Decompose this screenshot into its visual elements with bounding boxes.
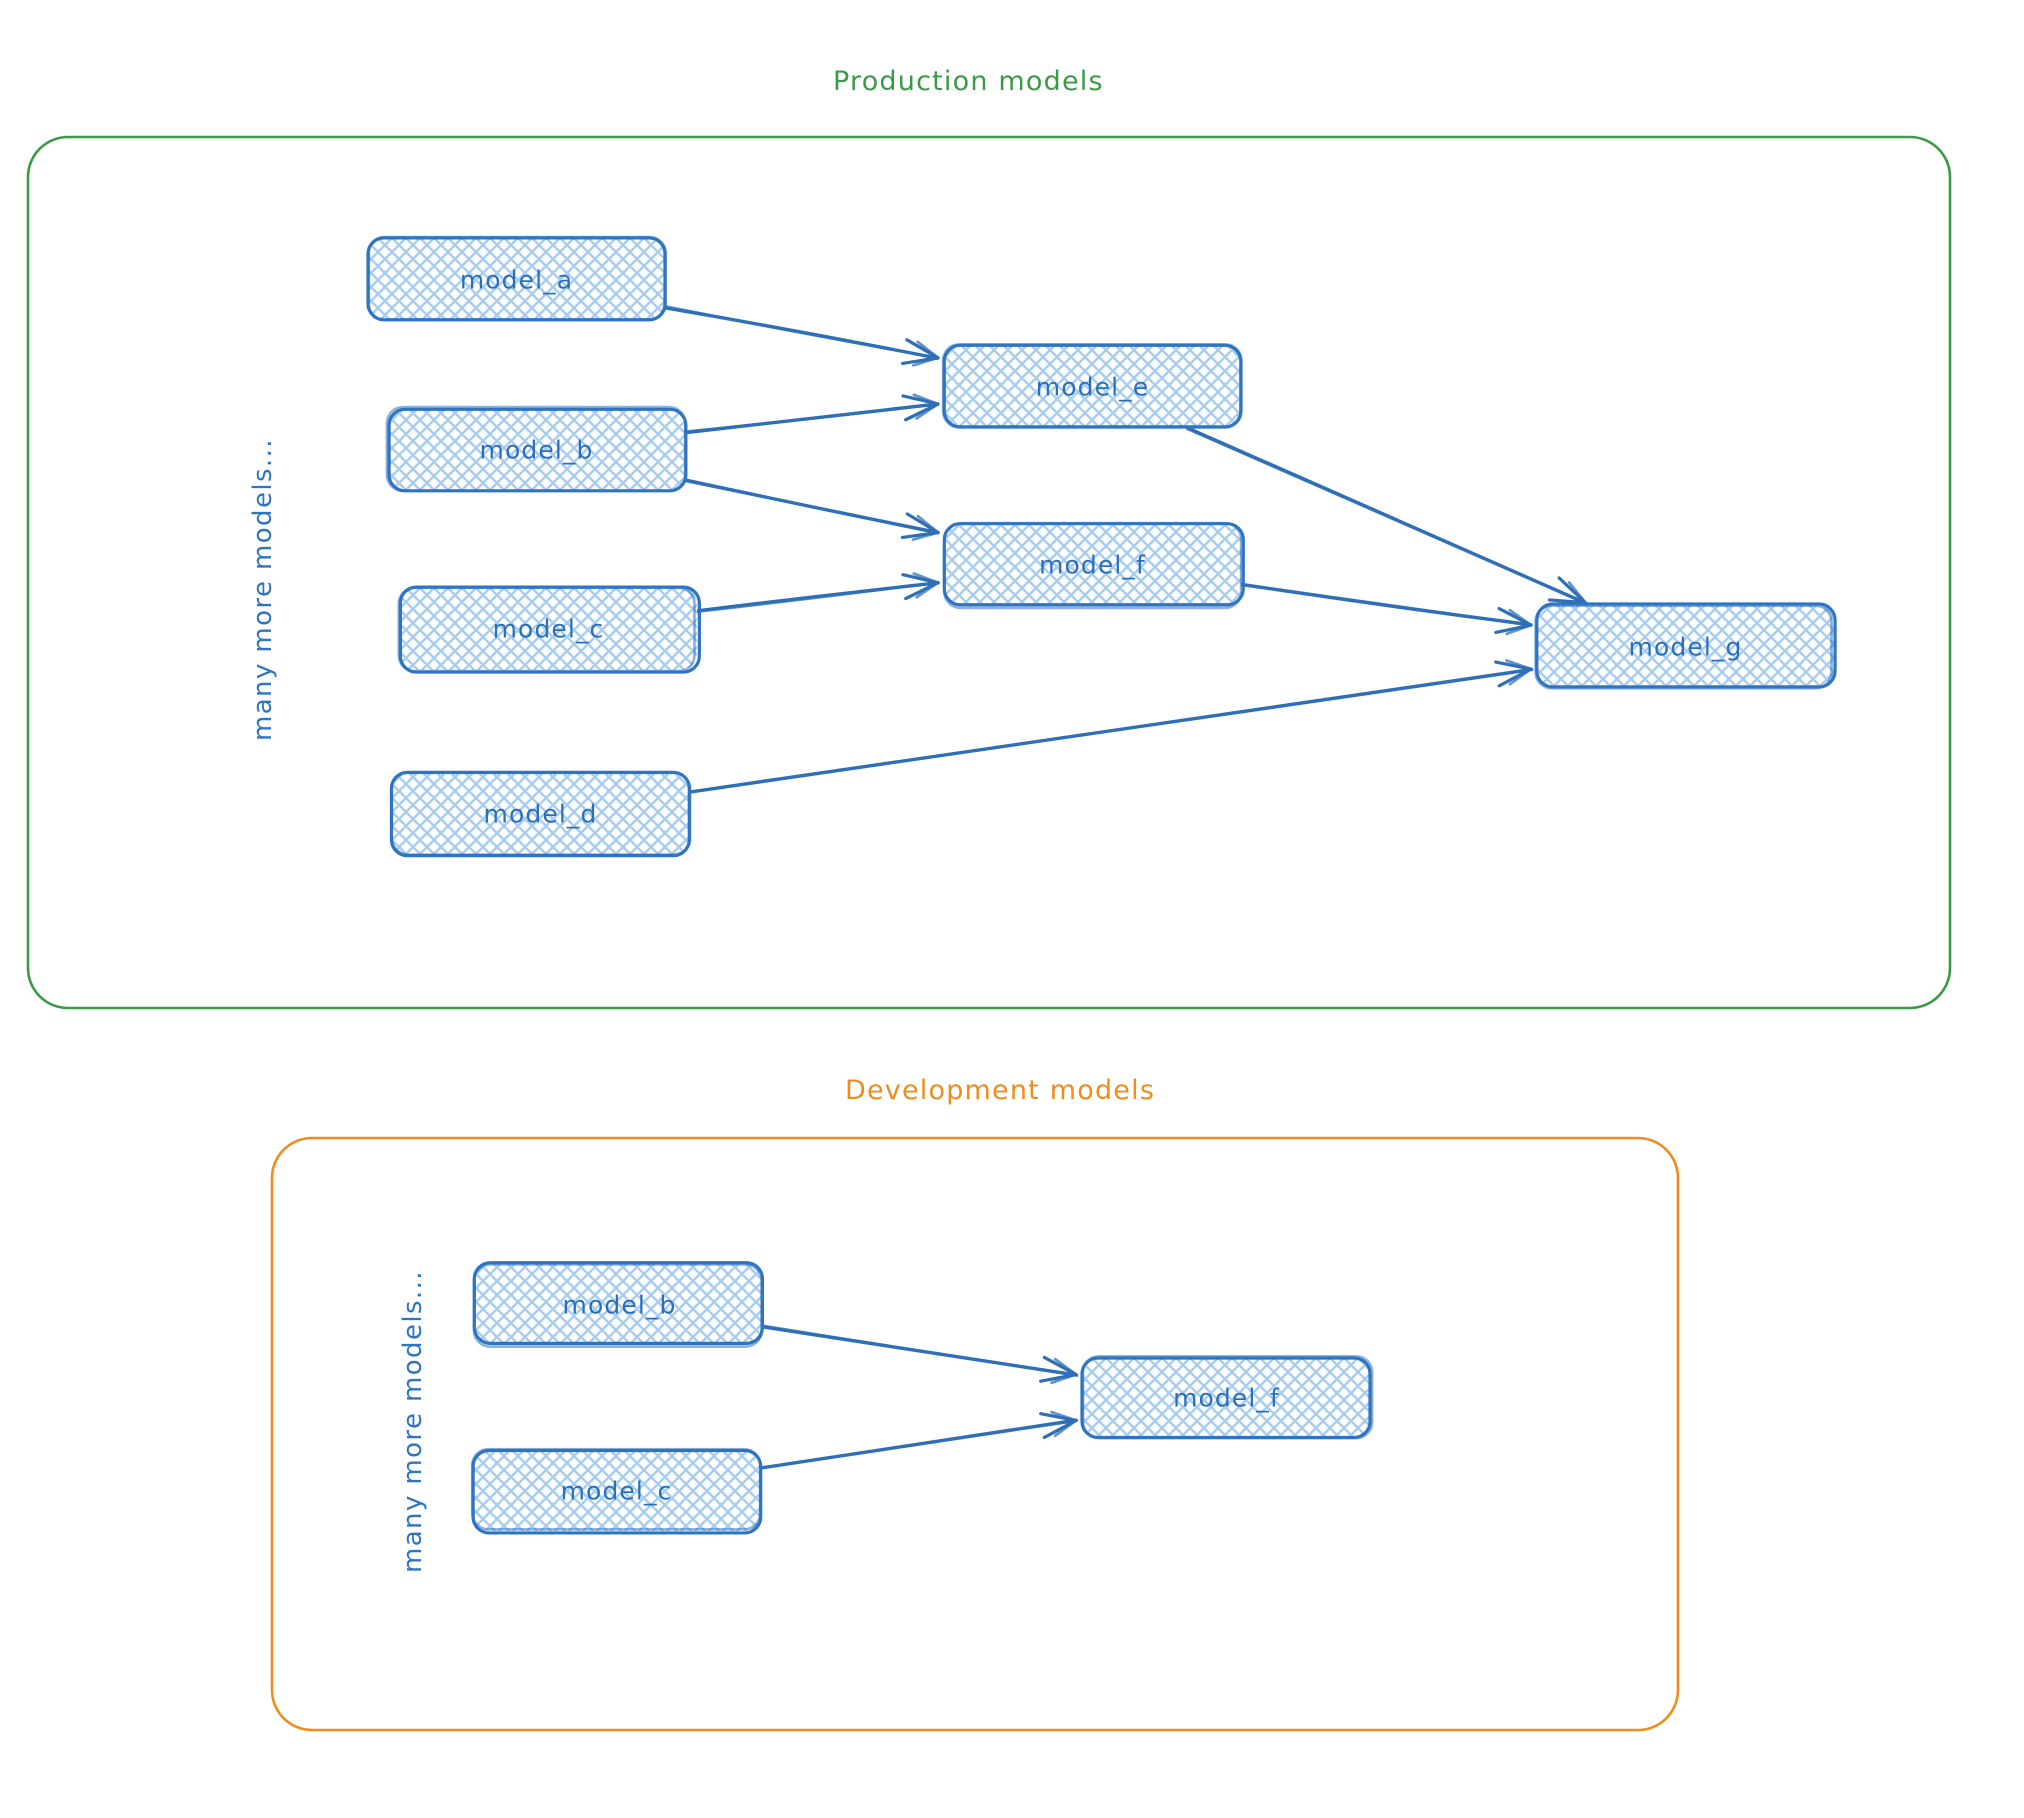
side-note-production: many more models... (248, 438, 278, 741)
node-label-model_b: model_b (479, 435, 594, 464)
node-label-dev_model_c: model_c (560, 1476, 673, 1505)
arrowhead (1039, 1355, 1078, 1385)
arrowhead (900, 338, 940, 367)
node-label-model_g: model_g (1628, 632, 1743, 661)
node-production-model_d[interactable] (389, 770, 692, 858)
group-frame-development (270, 1136, 1680, 1732)
node-development-dev_model_c[interactable] (470, 1447, 763, 1535)
node-development-dev_model_b[interactable] (472, 1261, 765, 1348)
node-production-model_a[interactable] (366, 235, 668, 322)
group-title-production: Production models (833, 66, 1104, 97)
node-production-model_b[interactable] (385, 405, 688, 493)
node-production-model_c[interactable] (397, 585, 701, 674)
group-frame-production (26, 135, 1952, 1010)
group-title-development: Development models (845, 1075, 1156, 1106)
side-note-development: many more models... (398, 1270, 428, 1573)
arrowhead (1494, 607, 1533, 636)
node-production-model_e[interactable] (941, 343, 1243, 429)
edge-line (682, 478, 940, 535)
node-production-model_g[interactable] (1534, 602, 1837, 690)
node-production-model_f[interactable] (942, 521, 1245, 610)
node-development-dev_model_f[interactable] (1080, 1354, 1374, 1440)
node-label-model_e: model_e (1035, 372, 1150, 401)
edge-line (761, 1324, 1079, 1377)
node-label-model_f: model_f (1039, 550, 1146, 579)
arrowhead (901, 393, 940, 422)
arrowhead (1039, 1410, 1078, 1440)
node-label-model_c: model_c (492, 614, 605, 643)
edge-line (687, 667, 1534, 794)
edge-line (695, 580, 941, 614)
arrowhead (1494, 659, 1533, 688)
edge-line (758, 1418, 1078, 1470)
edge-line (662, 304, 940, 360)
node-label-dev_model_f: model_f (1173, 1383, 1280, 1412)
edge-line (682, 402, 940, 435)
node-label-model_a: model_a (459, 265, 574, 294)
node-label-model_d: model_d (483, 799, 598, 828)
arrowhead (901, 572, 940, 601)
arrowhead (900, 512, 940, 541)
edge-line (1186, 426, 1588, 605)
node-label-dev_model_b: model_b (562, 1290, 677, 1319)
edge-line (1238, 582, 1533, 627)
